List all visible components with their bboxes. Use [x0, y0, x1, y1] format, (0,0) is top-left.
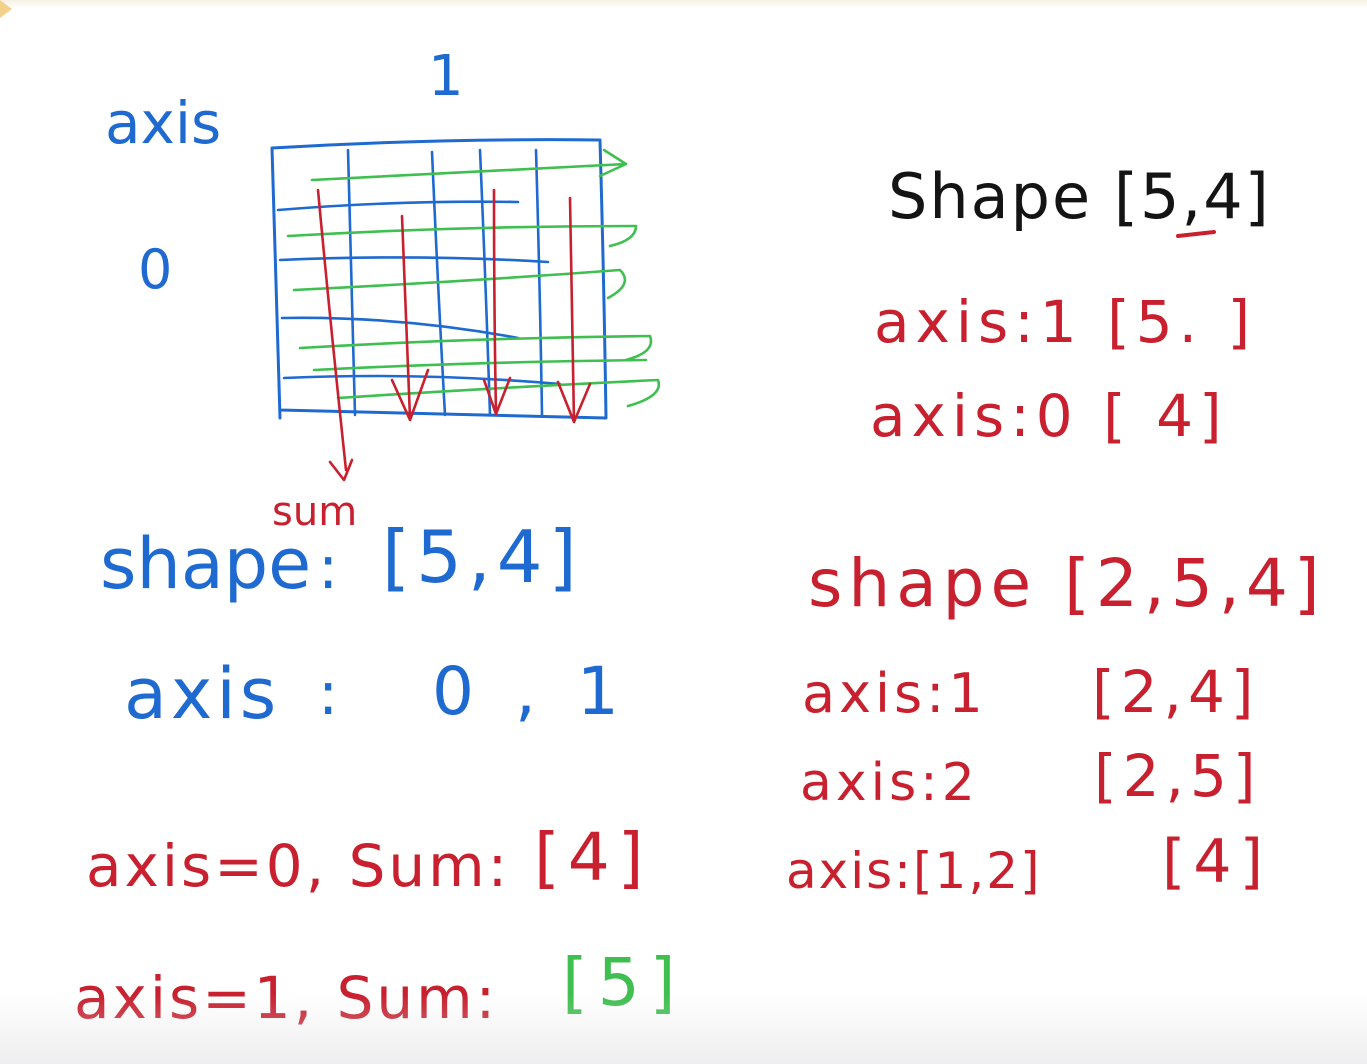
- right-notes: Shape [5,4] axis:1 [5. ] axis:0 [ 4] sha…: [786, 160, 1326, 900]
- matrix-frame: [270, 138, 608, 420]
- diagram-axis-label: axis: [105, 89, 221, 157]
- left-line3-value: [4]: [534, 819, 652, 896]
- right-axis1-3d-label: axis:1: [802, 662, 987, 725]
- corner-tab-icon: [0, 0, 12, 18]
- right-axis2-3d-value: [2,5]: [1094, 742, 1262, 810]
- right-axis1-3d-value: [2,4]: [1092, 658, 1260, 726]
- right-axis12-3d-label: axis:[1,2]: [786, 842, 1042, 900]
- left-shape-value: [5,4]: [382, 515, 583, 599]
- left-axis-word: axis: [124, 653, 280, 735]
- diagram-axis-one-label: 1: [428, 44, 464, 109]
- left-shape-word: shape: [100, 523, 311, 605]
- right-shape3d: shape [2,5,4]: [808, 545, 1326, 622]
- right-axis2-3d-label: axis:2: [800, 753, 979, 813]
- top-bar: [0, 0, 1367, 8]
- left-notes: shape : [5,4] axis : 0 , 1 axis=0, Sum: …: [74, 515, 676, 1032]
- shape2d-underline: [1176, 230, 1216, 238]
- left-line3-prefix: axis=0, Sum:: [86, 832, 510, 900]
- right-shape2d: Shape [5,4]: [888, 160, 1271, 233]
- axis0-arrows: [316, 188, 592, 482]
- bottom-fade: [0, 994, 1367, 1064]
- left-shape-sep: :: [318, 533, 338, 603]
- diagram-axis-zero-label: 0: [138, 238, 172, 301]
- diagram-sum-label: sum: [272, 489, 357, 535]
- axis1-arrows: [286, 148, 661, 408]
- right-axis1-2d: axis:1 [5. ]: [874, 288, 1256, 356]
- matrix-diagram: [270, 138, 661, 482]
- right-axis12-3d-value: [4]: [1162, 827, 1271, 897]
- right-axis0-2d: axis:0 [ 4]: [870, 382, 1228, 450]
- left-axis-sep: :: [318, 659, 338, 729]
- left-axis-values: 0 , 1: [432, 653, 629, 730]
- row-lines: [276, 200, 562, 386]
